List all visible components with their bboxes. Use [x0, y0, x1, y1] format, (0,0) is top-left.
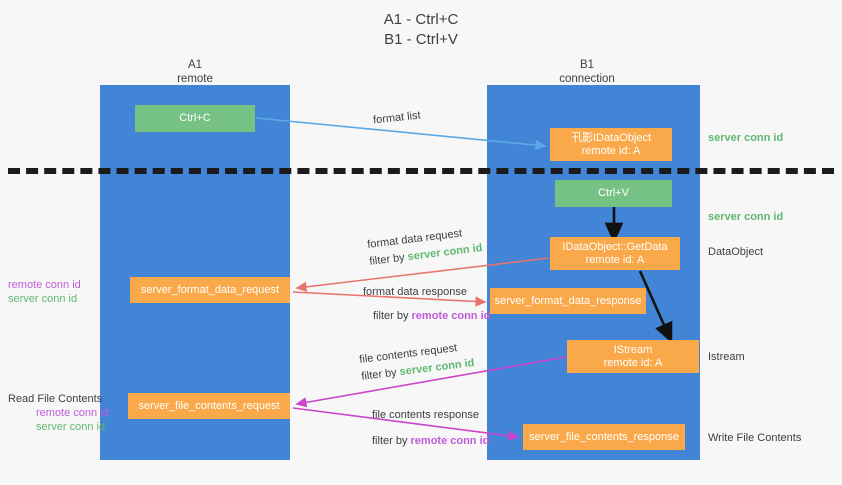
edge-label-file-contents-response: file contents response filter by remote …	[372, 407, 489, 449]
label-istream: Istream	[708, 351, 745, 363]
dashed-divider	[8, 168, 834, 174]
page-title: A1 - Ctrl+C B1 - Ctrl+V	[383, 11, 459, 48]
edge-label-file-contents-response-text: file contents response	[372, 409, 480, 421]
label-server-conn-id-left-1: server conn id	[8, 293, 78, 305]
label-remote-conn-id-1: remote conn id	[8, 279, 81, 291]
label-server-conn-id-second: server conn id	[708, 211, 784, 223]
label-dataobject: DataObject	[708, 246, 764, 258]
node-server-file-contents-request[interactable]: server_file_contents_request	[128, 393, 290, 419]
node-ctrl-v[interactable]: Ctrl+V	[555, 180, 672, 207]
filter-key-remote-conn-id: remote conn id	[410, 435, 490, 447]
filter-prefix: filter by	[373, 310, 412, 322]
label-group-file-conn-ids: Read File Contents remote conn id server…	[8, 392, 109, 434]
column-header-b1: B1 connection	[559, 59, 615, 85]
filter-prefix: filter by	[372, 435, 411, 447]
arrow-file-contents-request	[295, 356, 567, 408]
arrow-file-contents-response	[292, 407, 520, 441]
node-istream[interactable]: IStream remote id: A	[567, 340, 699, 373]
column-header-a1: A1 remote	[177, 59, 213, 85]
label-group-format-conn-ids: remote conn id server conn id	[8, 278, 81, 306]
filter-prefix: filter by	[368, 251, 409, 268]
arrow-format-list	[255, 117, 547, 151]
label-server-conn-id-left-2: server conn id	[36, 421, 106, 433]
filter-prefix: filter by	[360, 366, 401, 383]
arrow-getdata-to-istream	[638, 270, 673, 344]
arrow-format-data-request	[295, 257, 550, 292]
filter-key-remote-conn-id: remote conn id	[411, 310, 491, 322]
label-read-file-contents: Read File Contents	[8, 393, 103, 405]
label-remote-conn-id-2: remote conn id	[36, 407, 109, 419]
edge-label-format-data-response-text: format data response	[363, 286, 467, 298]
label-write-file-contents: Write File Contents	[708, 432, 802, 444]
node-server-format-data-response[interactable]: server_format_data_response	[490, 288, 646, 314]
label-server-conn-id-top: server conn id	[708, 132, 784, 144]
node-server-file-contents-response[interactable]: server_file_contents_response	[523, 424, 685, 450]
node-idataobject[interactable]: 卂影IDataObject remote id: A	[550, 128, 672, 161]
node-ctrl-c[interactable]: Ctrl+C	[135, 105, 255, 132]
edge-label-file-contents-response-filter: filter by remote conn id	[372, 433, 489, 449]
edge-label-format-data-response-filter: filter by remote conn id	[363, 308, 490, 324]
arrow-format-data-response	[292, 291, 487, 307]
edge-label-format-data-response: format data response filter by remote co…	[363, 284, 490, 324]
node-server-format-data-request[interactable]: server_format_data_request	[130, 277, 290, 303]
node-idataobject-getdata[interactable]: IDataObject::GetData remote id: A	[550, 237, 680, 270]
